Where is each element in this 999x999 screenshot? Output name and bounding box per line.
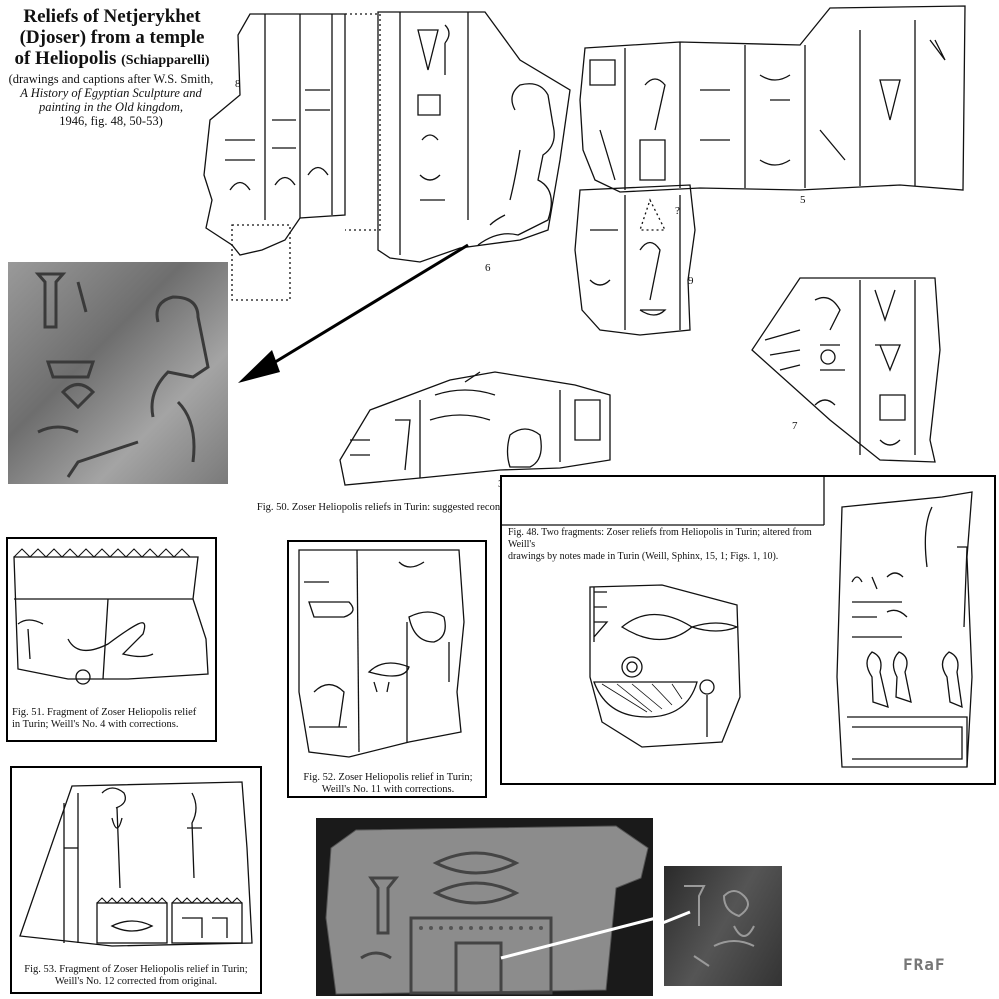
title-line-2: (Djoser) from a temple: [19, 27, 205, 48]
fig51-drawing: [13, 548, 209, 685]
credit-line-2: A History of Egyptian Sculpture and: [20, 86, 202, 100]
fig52-drawing: [298, 549, 465, 758]
title-line-1: Reliefs of Netjerykhet: [23, 6, 201, 27]
fig52-caption: Fig. 52. Zoser Heliopolis relief in Turi…: [293, 772, 483, 796]
fig51-panel: Fig. 51. Fragment of Zoser Heliopolis re…: [6, 537, 217, 742]
relief-photo-detail: [664, 866, 782, 986]
fragment-number-9: 9: [688, 275, 694, 287]
fig52-caption-line-1: Fig. 52. Zoser Heliopolis relief in Turi…: [303, 772, 473, 783]
fragment-5-outline: [579, 5, 966, 193]
title-line-3: of Heliopolis (Schiapparelli): [12, 48, 212, 71]
credit-line-4: 1946, fig. 48, 50-53): [59, 114, 163, 128]
page-title: Reliefs of Netjerykhet (Djoser) from a t…: [12, 6, 212, 71]
credit-line-1: (drawings and captions after W.S. Smith,: [8, 72, 214, 86]
fragment-9-outline: [574, 184, 696, 336]
fragment-6-outline: [377, 11, 571, 263]
fragment-number-6: 6: [485, 262, 491, 274]
fig53-panel: Fig. 53. Fragment of Zoser Heliopolis re…: [10, 766, 262, 994]
fragment-3-outline: [339, 371, 611, 486]
fragment-7-outline: [751, 277, 941, 463]
king-figure: [477, 83, 555, 246]
fig53-caption: Fig. 53. Fragment of Zoser Heliopolis re…: [16, 964, 256, 988]
fragment-number-7: 7: [792, 420, 798, 432]
relief-photo-king: [8, 262, 228, 484]
fragment-8-outline: [203, 13, 346, 256]
fragment-number-8: 8: [235, 78, 241, 90]
relief-photo-palace-facade: [316, 818, 653, 996]
fig48-caption-line-1: Fig. 48. Two fragments: Zoser reliefs fr…: [508, 527, 812, 550]
fig52-caption-line-2: Weill's No. 11 with corrections.: [321, 784, 455, 795]
signature-watermark: FRaF: [903, 955, 946, 974]
fig53-drawing: [19, 781, 253, 947]
fig51-caption-line-2: in Turin; Weill's No. 4 with corrections…: [12, 719, 179, 730]
fig52-panel: Fig. 52. Zoser Heliopolis relief in Turi…: [287, 540, 487, 798]
arrow-to-photo: [238, 243, 469, 383]
fig48-drawing: [502, 477, 973, 768]
fig51-caption-line-1: Fig. 51. Fragment of Zoser Heliopolis re…: [12, 707, 197, 718]
fragment-number-question: ?: [675, 205, 680, 217]
fig53-caption-line-1: Fig. 53. Fragment of Zoser Heliopolis re…: [24, 964, 248, 975]
title-line-3-suffix: (Schiapparelli): [121, 53, 210, 68]
fig48-panel: Fig. 48. Two fragments: Zoser reliefs fr…: [500, 475, 996, 785]
title-credit: (drawings and captions after W.S. Smith,…: [6, 72, 216, 128]
fig53-caption-line-2: Weill's No. 12 corrected from original.: [54, 976, 218, 987]
credit-line-3: painting in the Old kingdom,: [38, 100, 184, 114]
title-line-3-text: of Heliopolis: [14, 48, 117, 69]
fig48-caption: Fig. 48. Two fragments: Zoser reliefs fr…: [508, 527, 826, 563]
fragment-number-5: 5: [800, 194, 806, 206]
fig48-caption-line-2: drawings by notes made in Turin (Weill, …: [508, 551, 779, 562]
fig51-caption: Fig. 51. Fragment of Zoser Heliopolis re…: [12, 707, 212, 731]
